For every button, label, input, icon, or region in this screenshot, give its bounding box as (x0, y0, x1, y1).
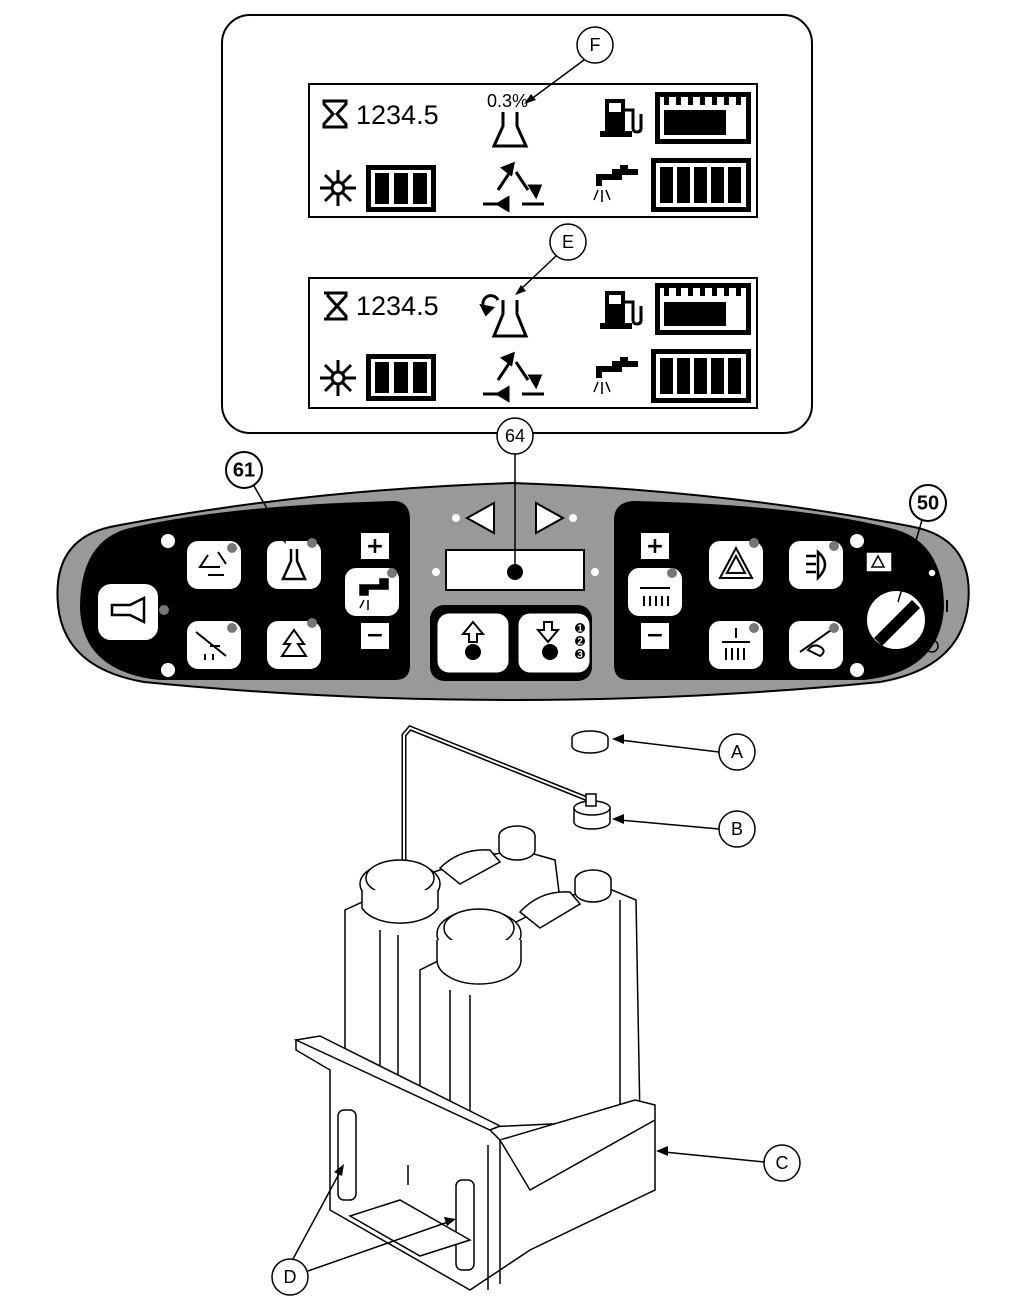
brush-pressure-plus-button[interactable] (641, 533, 669, 559)
beaker-icon (281, 549, 307, 581)
warning-label (865, 551, 893, 573)
faucet-icon (593, 165, 638, 202)
callout-e: E (515, 223, 587, 295)
svg-text:3: 3 (577, 650, 583, 661)
nav-right-button[interactable] (535, 501, 566, 535)
svg-text:2: 2 (577, 637, 583, 648)
nav-left-button[interactable] (464, 501, 495, 535)
brush-icon (640, 587, 670, 606)
fuel-gauge (655, 92, 751, 144)
screw-holes (161, 514, 864, 677)
svg-text:64: 64 (505, 426, 525, 446)
callout-f: F (524, 26, 614, 104)
beaker-icon (491, 112, 529, 148)
horn-icon (110, 595, 146, 625)
water-plus-button[interactable] (361, 533, 389, 559)
detergent-percent: 0.3% (487, 91, 528, 111)
svg-text:50: 50 (917, 492, 939, 514)
svg-text:D: D (284, 1267, 297, 1287)
eco-mode-button[interactable] (265, 619, 323, 671)
hourglass-icon (322, 99, 348, 129)
svg-text:+: + (646, 534, 664, 559)
recycle-mode-button[interactable] (185, 539, 243, 591)
hour-counter: 1234.5 (356, 100, 439, 130)
detergent-refill-icon (479, 294, 529, 338)
water-level-gauge (651, 158, 751, 212)
hour-counter: 1234.5 (356, 291, 439, 321)
key-off-icon (925, 639, 939, 653)
arrow-down-icon (535, 621, 561, 644)
hourglass-icon (324, 291, 348, 321)
brush-pressure-minus-button[interactable] (641, 623, 669, 649)
callout-61: 61 (225, 451, 286, 544)
callout-c: C (656, 1144, 801, 1182)
headlight-icon (806, 549, 827, 582)
water-level-gauge (651, 349, 751, 403)
detergent-button[interactable] (265, 539, 323, 591)
callout-b: B (612, 810, 756, 848)
squeegee-icon (195, 631, 227, 660)
control-panel: 1 2 3 + − + − (56, 481, 970, 702)
lcd-screen-1: 1234.5 0.3% (308, 83, 758, 218)
arrow-up-icon (460, 620, 486, 643)
horn-button[interactable] (96, 582, 160, 642)
lcd-screen-2: 1234.5 (308, 277, 758, 409)
brush-pressure-gauge (366, 354, 436, 401)
water-minus-button[interactable] (361, 623, 389, 649)
fuel-pump-icon (600, 291, 643, 329)
svg-text:−: − (366, 623, 384, 648)
svg-text:E: E (562, 232, 574, 252)
faucet-icon (359, 578, 389, 610)
side-brush-icon (722, 628, 750, 660)
fan-icon (320, 360, 356, 396)
svg-text:61: 61 (233, 459, 255, 481)
svg-text:−: − (646, 623, 664, 648)
callout-a: A (612, 733, 756, 771)
faucet-icon (593, 357, 638, 394)
brush-icon (465, 644, 481, 660)
vacuum-icon (799, 627, 835, 658)
tank-assembly (293, 725, 656, 1291)
recycle-icon (198, 551, 227, 576)
callout-50: 50 (897, 484, 947, 603)
fuel-pump-icon (600, 99, 643, 137)
warning-icon (870, 554, 886, 568)
svg-text:B: B (731, 819, 743, 839)
indicator-leds (159, 538, 839, 633)
svg-text:1: 1 (577, 624, 583, 635)
brush-icon (542, 644, 558, 660)
side-brush-button[interactable] (707, 619, 765, 671)
brush-pressure-gauge (366, 165, 436, 212)
svg-text:C: C (776, 1153, 789, 1173)
hazard-icon (718, 545, 754, 579)
callout-64: 64 (496, 417, 534, 566)
recycle-icon (483, 351, 544, 403)
tree-icon (280, 628, 308, 657)
brush-deck-down-button[interactable] (517, 612, 591, 674)
recycle-icon (483, 161, 544, 213)
fan-icon (320, 170, 356, 206)
svg-text:A: A (731, 742, 743, 762)
fuel-gauge (655, 283, 751, 335)
svg-text:+: + (366, 534, 384, 559)
callout-d: D (271, 1164, 456, 1296)
svg-text:F: F (590, 35, 601, 55)
